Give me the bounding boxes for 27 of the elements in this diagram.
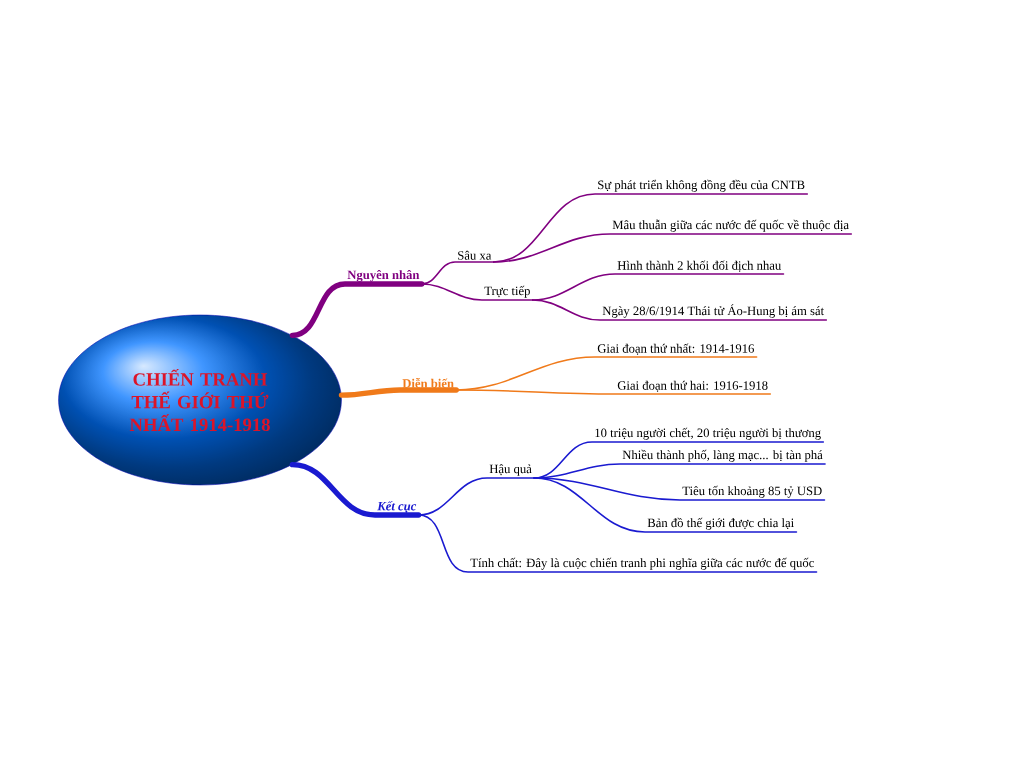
branch-line — [420, 283, 534, 301]
branch-line — [417, 514, 818, 573]
globe: CHIẾN TRANH THẾ GIỚI THỨ NHẤT 1914-1918 — [58, 314, 342, 486]
branch-label: 10 triệu người chết, 20 triệu người bị thương — [595, 427, 821, 440]
branch-label: Tính chất: Đây là cuộc chiến tranh phi nghĩa giữa các nước đế quốc — [470, 557, 814, 570]
branch-line — [289, 281, 425, 338]
branch-label: Diễn biến — [402, 377, 454, 388]
branch-label: Bản đồ thế giới được chia lại — [647, 517, 794, 530]
branch-label: Nguyên nhân — [347, 270, 420, 282]
branch-label: Sự phát triển không đồng đều của CNTB — [598, 179, 805, 192]
branch-label: Nhiều thành phố, làng mạc... bị tàn phá — [622, 449, 823, 462]
branch-label: Giai đoạn thứ hai: 1916-1918 — [617, 380, 768, 392]
branch-line — [492, 233, 853, 263]
branch-line — [338, 387, 459, 398]
branch-line — [531, 299, 828, 321]
branch-label: Ngày 28/6/1914 Thái tử Áo-Hung bị ám sát — [602, 304, 825, 318]
branch-line — [289, 462, 422, 518]
branch-line — [533, 477, 798, 533]
branch-label: Giai đoạn thứ nhất: 1914-1916 — [597, 343, 754, 355]
branch-label: Mâu thuẫn giữa các nước đế quốc về thuộc địa — [612, 219, 849, 232]
branch-label: Hình thành 2 khối đối địch nhau — [617, 260, 781, 272]
branch-label: Trực tiếp — [484, 285, 530, 298]
branch-label: Hậu quả — [489, 464, 532, 476]
branch-line — [455, 389, 772, 395]
branch-label: Kết cục — [377, 501, 417, 513]
branch-label: Tiêu tốn khoảng 85 tỷ USD — [682, 485, 822, 498]
branch-label: Sâu xa — [458, 250, 492, 260]
